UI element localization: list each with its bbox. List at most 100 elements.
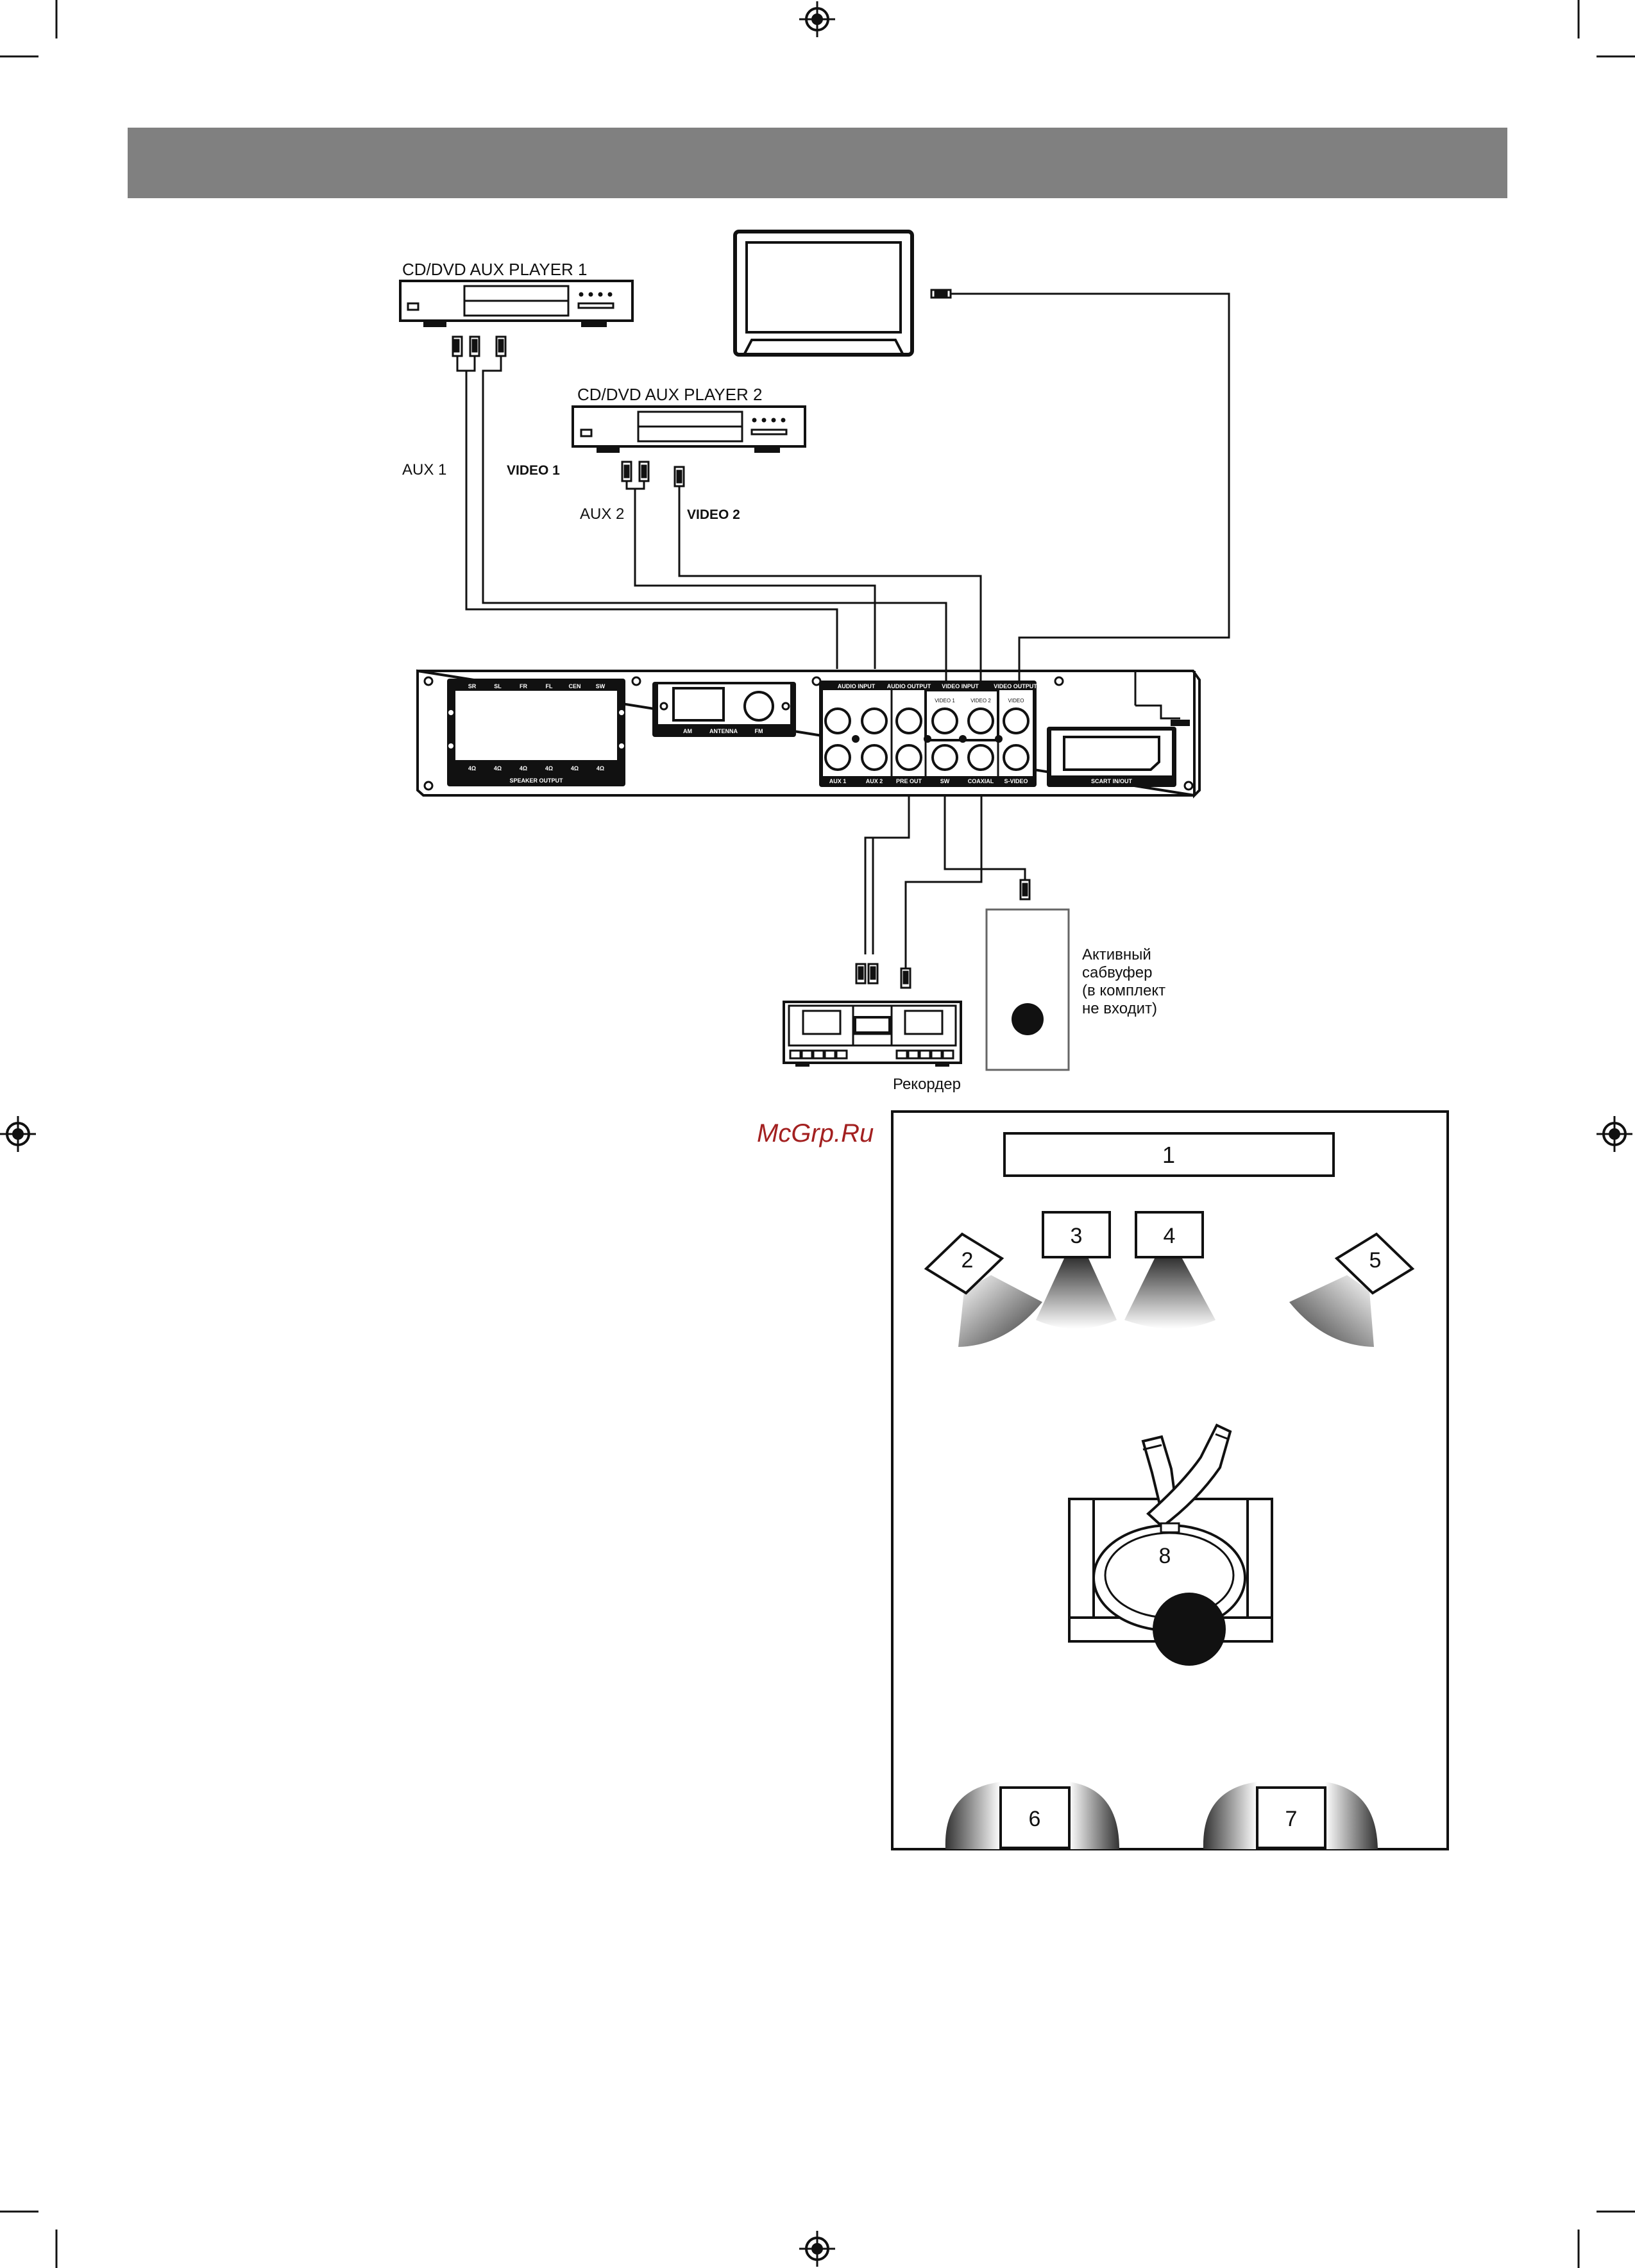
position-6-speaker: 6 — [999, 1786, 1071, 1849]
tv-plug — [930, 289, 952, 299]
video2-jack-label: VIDEO 2 — [970, 698, 991, 704]
registration-mark-top — [799, 1, 835, 37]
svg-text:4Ω: 4Ω — [468, 765, 476, 772]
antenna-fm-label: FM — [755, 728, 763, 734]
header-band — [128, 128, 1507, 198]
player1-plug-v — [495, 335, 507, 362]
subwoofer — [985, 908, 1070, 1071]
room-layout: 1 2 3 4 5 6 7 — [891, 1110, 1449, 1850]
svg-text:4Ω: 4Ω — [571, 765, 579, 772]
speaker-terminal-labels: SR SL FR FL CEN SW — [468, 683, 606, 690]
video1-label: VIDEO 1 — [507, 463, 560, 478]
svg-text:сабвуфер: сабвуфер — [1082, 964, 1153, 981]
recorder-plug-l — [855, 963, 867, 985]
player1-label: CD/DVD AUX PLAYER 1 — [402, 260, 588, 279]
position-7-speaker: 7 — [1256, 1786, 1326, 1849]
svg-text:7: 7 — [1285, 1807, 1298, 1831]
speaker-output-block: SR SL FR FL CEN SW 4Ω 4Ω 4Ω 4Ω 4Ω 4Ω SPE… — [447, 679, 625, 786]
position-2-speaker: 2 — [924, 1232, 1004, 1295]
watermark: McGrp.Ru — [757, 1119, 874, 1147]
cone-6-left — [945, 1782, 1001, 1849]
svg-text:3: 3 — [1071, 1224, 1083, 1248]
cone-2 — [958, 1275, 1042, 1347]
audio-output-label: AUDIO OUTPUT — [887, 683, 931, 690]
svg-text:(в комплект: (в комплект — [1082, 982, 1165, 999]
coaxial-label: COAXIAL — [968, 778, 994, 784]
av-jacks-block: AUDIO INPUT AUDIO OUTPUT VIDEO INPUT VID… — [819, 681, 1037, 787]
svg-text:FL: FL — [546, 683, 553, 690]
position-3-speaker: 3 — [1042, 1211, 1111, 1258]
svg-text:4Ω: 4Ω — [494, 765, 502, 772]
position-1-screen — [1003, 1132, 1335, 1177]
svg-text:5: 5 — [1369, 1248, 1382, 1273]
recorder — [783, 1001, 962, 1067]
video2-label: VIDEO 2 — [687, 507, 740, 522]
player2-plug-l — [621, 461, 632, 482]
aux-player-2: CD/DVD AUX PLAYER 2 — [572, 385, 806, 453]
svg-text:не входит): не входит) — [1082, 1000, 1157, 1017]
cables — [456, 292, 1230, 969]
svg-text:4Ω: 4Ω — [520, 765, 527, 772]
svg-text:4Ω: 4Ω — [597, 765, 604, 772]
recorder-plug-r — [867, 963, 879, 985]
subwoofer-label: Активный сабвуфер (в комплект не входит) — [1082, 946, 1165, 1017]
scart-label: SCART IN/OUT — [1091, 778, 1133, 784]
recorder-plug-3 — [900, 967, 911, 989]
registration-mark-right — [1597, 1116, 1632, 1152]
svg-text:4: 4 — [1164, 1224, 1176, 1248]
speaker-impedance-labels: 4Ω 4Ω 4Ω 4Ω 4Ω 4Ω — [468, 765, 604, 772]
video-jack-label: VIDEO — [1008, 698, 1024, 704]
cone-7-right — [1325, 1782, 1378, 1849]
svg-text:4Ω: 4Ω — [545, 765, 553, 772]
antenna-block: AM ANTENNA FM — [652, 682, 796, 737]
player1-plug-l — [452, 335, 463, 362]
sw-label: SW — [940, 778, 950, 784]
svg-text:FR: FR — [520, 683, 527, 690]
position-8-label: 8 — [1159, 1544, 1171, 1568]
scart-block: SCART IN/OUT — [1047, 727, 1176, 787]
s-video-label: S-VIDEO — [1004, 778, 1028, 784]
receiver-rear-panel: SR SL FR FL CEN SW 4Ω 4Ω 4Ω 4Ω 4Ω 4Ω SPE… — [416, 669, 1201, 799]
video-input-label: VIDEO INPUT — [942, 683, 979, 690]
registration-mark-left — [0, 1116, 36, 1152]
position-8-listener: 8 — [1068, 1423, 1273, 1666]
subwoofer-plug — [1019, 879, 1031, 901]
cone-3 — [1036, 1258, 1117, 1329]
aux1-jack-label: AUX 1 — [829, 778, 847, 784]
player2-plug-r — [638, 461, 650, 482]
cone-7-left — [1203, 1782, 1257, 1849]
svg-text:CEN: CEN — [568, 683, 580, 690]
cone-6-right — [1069, 1782, 1119, 1849]
speaker-output-label: SPEAKER OUTPUT — [509, 777, 563, 784]
position-5-speaker: 5 — [1334, 1232, 1415, 1295]
video-output-label: VIDEO OUTPUT — [994, 683, 1037, 690]
tv — [733, 230, 914, 357]
registration-mark-bottom — [799, 2231, 835, 2267]
audio-input-label: AUDIO INPUT — [838, 683, 876, 690]
position-1-label: 1 — [1162, 1142, 1175, 1168]
antenna-label: ANTENNA — [709, 728, 738, 734]
svg-text:2: 2 — [962, 1248, 974, 1273]
player1-plug-r — [469, 335, 480, 362]
svg-text:SR: SR — [468, 683, 477, 690]
aux-player-1: CD/DVD AUX PLAYER 1 — [399, 260, 634, 327]
rca-plugs — [452, 289, 1031, 989]
recorder-label: Рекордер — [893, 1076, 961, 1093]
svg-text:SL: SL — [494, 683, 502, 690]
pre-out-label: PRE OUT — [896, 778, 922, 784]
cone-4 — [1124, 1258, 1216, 1329]
player2-plug-v — [673, 466, 685, 487]
svg-text:6: 6 — [1029, 1807, 1041, 1831]
cone-5 — [1289, 1275, 1374, 1347]
aux2-label: AUX 2 — [580, 505, 624, 523]
player2-label: CD/DVD AUX PLAYER 2 — [577, 385, 763, 404]
aux2-jack-label: AUX 2 — [866, 778, 883, 784]
aux1-label: AUX 1 — [402, 461, 446, 478]
svg-text:Активный: Активный — [1082, 946, 1151, 963]
svg-text:SW: SW — [596, 683, 606, 690]
antenna-am-label: AM — [683, 728, 692, 734]
video1-jack-label: VIDEO 1 — [935, 698, 955, 704]
position-4-speaker: 4 — [1135, 1211, 1204, 1258]
